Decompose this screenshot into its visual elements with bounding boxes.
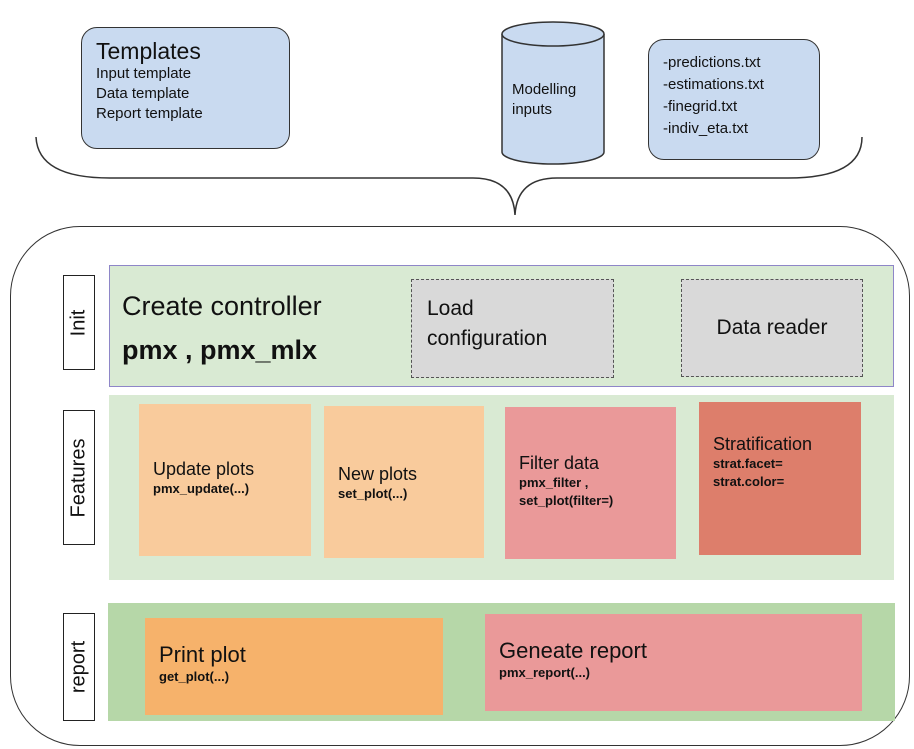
update-plots-code: pmx_update(...) [153,481,250,496]
update-plots-title: Update plots [153,459,255,479]
filter-data-code-2: set_plot(filter=) [519,493,614,508]
update-plots-card: Update plots pmx_update(...) [139,404,311,556]
stratification-card: Stratification strat.facet= strat.color= [699,402,861,555]
controller-functions: pmx , pmx_mlx [122,335,318,365]
generate-report-title: Geneate report [499,638,647,663]
init-side-label: Init [63,275,95,370]
template-item-input: Input template [96,65,192,82]
features-side-label: Features [63,410,95,545]
features-label-text: Features [67,438,90,517]
controller-container [10,226,910,746]
load-configuration-line1: Load [427,297,474,320]
print-plot-title: Print plot [159,642,246,667]
template-item-report: Report template [96,105,203,122]
template-item-data: Data template [96,85,190,102]
init-label-text: Init [67,309,90,336]
load-configuration-box: Load configuration [411,279,614,378]
output-file-predictions: -predictions.txt [663,54,761,71]
load-configuration-line2: configuration [427,327,548,350]
print-plot-card: Print plot get_plot(...) [145,618,443,715]
data-reader-box: Data reader [681,279,863,377]
modelling-inputs-label: Modelling inputs [512,80,602,120]
output-file-indiv-eta: -indiv_eta.txt [663,120,749,137]
filter-data-code-1: pmx_filter , [519,475,589,490]
filter-data-card: Filter data pmx_filter , set_plot(filter… [505,407,676,559]
stratification-code-2: strat.color= [713,474,785,489]
output-file-finegrid: -finegrid.txt [663,98,738,115]
modelling-inputs-line2: inputs [512,101,553,118]
output-file-estimations: -estimations.txt [663,76,764,93]
stratification-code-1: strat.facet= [713,456,783,471]
report-label-text: report [67,640,90,694]
generate-report-card: Geneate report pmx_report(...) [485,614,862,711]
database-cylinder-icon [501,21,605,165]
new-plots-title: New plots [338,464,418,484]
curly-brace [35,136,863,216]
generate-report-code: pmx_report(...) [499,665,591,680]
stratification-title: Stratification [713,434,813,454]
modelling-inputs-line1: Modelling [512,81,577,98]
filter-data-title: Filter data [519,453,600,473]
create-controller-title: Create controller [122,291,322,321]
print-plot-code: get_plot(...) [159,669,230,684]
output-files-box: -predictions.txt -estimations.txt -fineg… [648,39,820,160]
data-reader-label: Data reader [716,316,828,339]
report-side-label: report [63,613,95,721]
new-plots-card: New plots set_plot(...) [324,406,484,558]
new-plots-code: set_plot(...) [338,486,408,501]
templates-title: Templates [96,38,201,64]
templates-box: Templates Input template Data template R… [81,27,290,149]
